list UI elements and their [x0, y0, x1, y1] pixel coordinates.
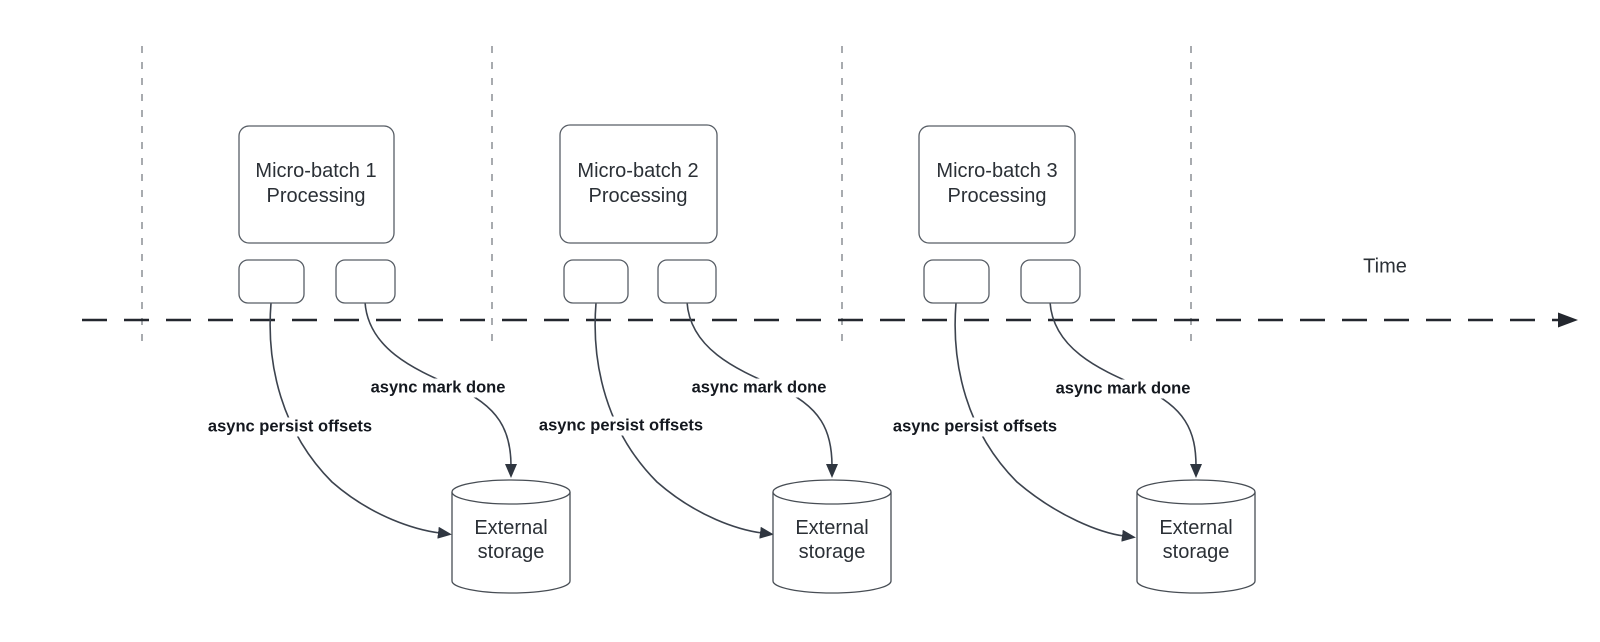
external-storage-label-line1: External: [474, 517, 548, 539]
external-storage-cylinder: [772, 479, 892, 594]
micro-batch-title: Micro-batch 2 Processing: [577, 159, 698, 209]
micro-batch-group: [238, 125, 571, 594]
persist-offsets-box: [563, 259, 629, 304]
micro-batch-title-line1: Micro-batch 1: [255, 160, 377, 182]
micro-batch-title-line1: Micro-batch 2: [577, 160, 699, 182]
external-storage-label-line1: External: [1159, 517, 1233, 539]
micro-batch-group: [559, 124, 892, 594]
micro-batch-title-line2: Processing: [588, 185, 688, 207]
async-persist-offsets-arrow: [594, 302, 774, 539]
external-storage-label: External storage: [795, 516, 868, 564]
micro-batch-title-line2: Processing: [947, 185, 1047, 207]
external-storage-label-line1: External: [795, 517, 869, 539]
persist-offsets-box: [923, 259, 990, 304]
external-storage-label: External storage: [474, 516, 547, 564]
micro-batch-title: Micro-batch 1 Processing: [255, 159, 376, 209]
external-storage-label-line2: storage: [1162, 541, 1230, 563]
async-persist-offsets-arrow: [954, 302, 1136, 542]
external-storage-label: External storage: [1159, 516, 1232, 564]
time-axis-label: Time: [1363, 255, 1407, 278]
external-storage-label-line2: storage: [477, 541, 545, 563]
external-storage-cylinder: [1136, 479, 1256, 594]
mark-done-box: [335, 259, 396, 304]
external-storage-label-line2: storage: [798, 541, 866, 563]
micro-batch-title: Micro-batch 3 Processing: [936, 159, 1057, 209]
micro-batch-group: [918, 125, 1256, 594]
async-persist-offsets-label: async persist offsets: [204, 417, 376, 437]
micro-batch-processing-box: [238, 125, 395, 244]
micro-batch-processing-box: [559, 124, 718, 244]
external-storage-cylinder: [451, 479, 571, 594]
async-persist-offsets-label: async persist offsets: [889, 417, 1061, 437]
persist-offsets-box: [238, 259, 305, 304]
async-persist-offsets-label: async persist offsets: [535, 416, 707, 436]
micro-batch-title-line1: Micro-batch 3: [936, 160, 1058, 182]
async-mark-done-label: async mark done: [1052, 379, 1194, 399]
async-mark-done-label: async mark done: [688, 378, 830, 398]
mark-done-box: [657, 259, 717, 304]
micro-batch-title-line2: Processing: [266, 185, 366, 207]
mark-done-box: [1020, 259, 1081, 304]
async-persist-offsets-arrow: [269, 302, 452, 539]
micro-batch-processing-box: [918, 125, 1076, 244]
async-mark-done-label: async mark done: [367, 378, 509, 398]
